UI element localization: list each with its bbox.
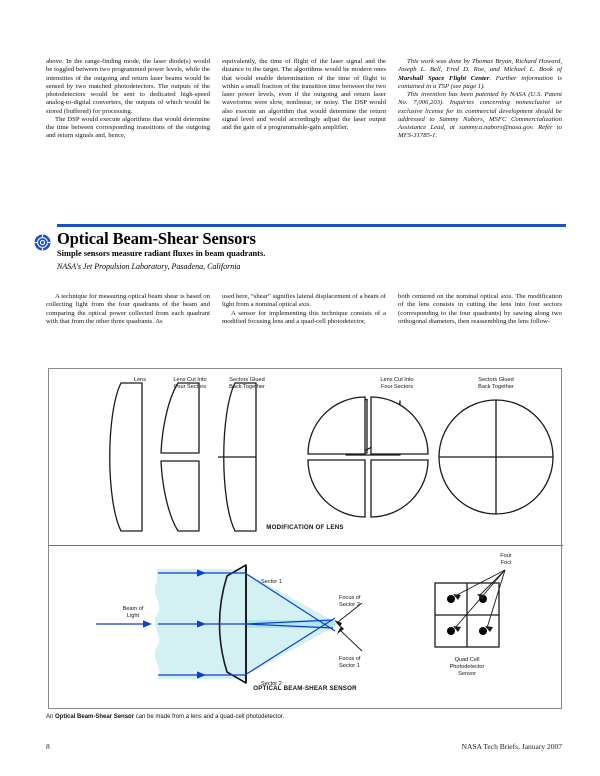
section-affiliation: NASA's Jet Propulsion Laboratory, Pasade… bbox=[57, 262, 241, 271]
credits-center-name: Marshall Space Flight Center bbox=[398, 74, 490, 82]
diagram-label-four-foci: Four Foci bbox=[500, 553, 512, 567]
nasa-roundel-icon bbox=[34, 234, 51, 251]
paragraph: both centered on the nominal optical axi… bbox=[398, 293, 562, 325]
figure-caption-term: Optical Beam-Shear Sensor bbox=[55, 714, 135, 720]
paragraph: used here, “shear” signifies lateral dis… bbox=[222, 293, 386, 309]
figure: Lens Lens Cut Into Four Sectors Sectors … bbox=[48, 368, 563, 709]
figure-divider bbox=[49, 545, 563, 546]
body-column-1: A technique for measuring optical beam s… bbox=[46, 293, 210, 326]
credits-text-pre: This work was done by Thomas Bryan, Rich… bbox=[398, 58, 562, 74]
footer-page-number: 8 bbox=[46, 742, 50, 751]
figure-caption-post: can be made from a lens and a quad-cell … bbox=[134, 714, 285, 720]
figure-lower-panel bbox=[49, 546, 563, 709]
diagram-label-sector-1: Sector 1 bbox=[261, 579, 282, 585]
upper-panel-caption: MODIFICATION OF LENS bbox=[266, 524, 344, 531]
footer-source: NASA Tech Briefs, January 2007 bbox=[461, 742, 562, 751]
paragraph: A sensor for implementing this technique… bbox=[222, 309, 386, 325]
header-rule bbox=[57, 224, 566, 227]
lower-panel-caption: OPTICAL BEAM-SHEAR SENSOR bbox=[253, 685, 357, 692]
section-header: Optical Beam-Shear Sensors Simple sensor… bbox=[34, 222, 566, 288]
diagram-label-lens-cut-1: Lens Cut Into Four Sectors bbox=[173, 377, 207, 391]
figure-caption: An Optical Beam-Shear Sensor can be made… bbox=[46, 713, 562, 721]
diagram-label-sector-2: Sector 2 bbox=[261, 681, 282, 687]
figure-upper-panel bbox=[49, 369, 563, 545]
body-column-2: used here, “shear” signifies lateral dis… bbox=[222, 293, 386, 326]
paragraph: A technique for measuring optical beam s… bbox=[46, 293, 210, 325]
paragraph: above. In the range-finding mode, the la… bbox=[46, 58, 210, 115]
top-article-column-2: equivalently, the time of flight of the … bbox=[222, 58, 386, 132]
diagram-label-lens-cut-2: Lens Cut Into Four Sectors bbox=[380, 377, 414, 391]
top-article-column-3: This work was done by Thomas Bryan, Rich… bbox=[398, 58, 562, 141]
top-article-column-1: above. In the range-finding mode, the la… bbox=[46, 58, 210, 141]
paragraph: equivalently, the time of flight of the … bbox=[222, 58, 386, 131]
paragraph-patent: This invention has been patented by NASA… bbox=[398, 91, 562, 140]
section-subtitle: Simple sensors measure radiant fluxes in… bbox=[57, 249, 266, 258]
page-title: Optical Beam-Shear Sensors bbox=[57, 229, 256, 248]
diagram-label-quad-cell: Quad Cell Photodetector Sensor bbox=[449, 657, 485, 678]
diagram-label-sectors-glued-1: Sectors Glued Back Together bbox=[229, 377, 265, 391]
paragraph-credits: This work was done by Thomas Bryan, Rich… bbox=[398, 58, 562, 91]
diagram-label-focus-sector-1: Focus of Sector 1 bbox=[339, 656, 361, 670]
diagram-label-beam-of-light: Beam of Light bbox=[122, 606, 144, 620]
credits-text-post: . Further information is contained in a … bbox=[398, 74, 562, 90]
paragraph: The DSP would execute algorithms that wo… bbox=[46, 115, 210, 140]
figure-caption-pre: An bbox=[46, 714, 56, 720]
diagram-label-sectors-glued-2: Sectors Glued Back Together bbox=[478, 377, 514, 391]
body-column-3: both centered on the nominal optical axi… bbox=[398, 293, 562, 326]
diagram-label-lens: Lens bbox=[133, 377, 147, 383]
diagram-label-focus-sector-2: Focus of Sector 2 bbox=[339, 595, 361, 609]
